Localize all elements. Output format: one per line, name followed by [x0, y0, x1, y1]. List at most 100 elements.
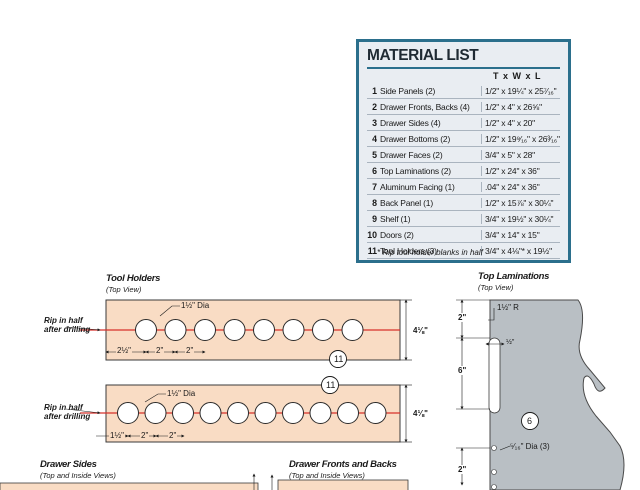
material-list-row-number: 6 — [372, 165, 377, 176]
material-list-row-number: 8 — [372, 197, 377, 208]
material-list-row-name: Drawer Bottoms (2) — [380, 133, 451, 144]
tool-holder-board-bottom — [65, 376, 412, 443]
tool-holder-part-bottom: 11 — [326, 380, 336, 390]
tool-holder-dia-top: 1½" Dia — [181, 301, 210, 310]
tool-holder-spacing-bottom-2: 2" — [168, 431, 178, 440]
drawer-fronts-title: Drawer Fronts and Backs — [289, 459, 397, 470]
material-list-row-dims: 1/2" x 19¼" x 25⁷⁄₁₆" — [481, 85, 560, 96]
material-list-row-name: Drawer Fronts, Backs (4) — [380, 101, 470, 112]
material-list-row-number: 9 — [372, 213, 377, 224]
material-list-rule — [367, 67, 560, 69]
tool-holder-spacing-top-1: 2" — [155, 346, 165, 355]
lamination-hole-dia: ⁵⁄₁₆" Dia (3) — [510, 442, 550, 451]
tool-hole — [117, 402, 139, 424]
tool-holder-spacing-top-2: 2" — [185, 346, 195, 355]
material-list-row-name: Back Panel (1) — [380, 197, 433, 208]
tool-hole — [253, 319, 275, 341]
tool-holder-board-top — [65, 299, 412, 368]
tool-holder-width-top: 4⅛" — [413, 326, 428, 335]
material-list-row-name: Side Panels (2) — [380, 85, 436, 96]
tool-hole — [341, 319, 364, 341]
lamination-slot — [488, 337, 501, 414]
tool-holder-dia-bottom: 1½" Dia — [167, 389, 196, 398]
drawer-sides-subtitle: (Top and Inside Views) — [40, 471, 116, 480]
material-list-row-name: Drawer Faces (2) — [380, 149, 443, 160]
tool-holder-part-top: 11 — [334, 354, 344, 364]
material-list-row-name: Shelf (1) — [380, 213, 411, 224]
material-list-row-dims: 3/4" x 4⅛"* x 19½" — [481, 245, 560, 256]
top-laminations-title: Top Laminations — [478, 271, 550, 282]
lamination-dim-bottom: 2" — [458, 465, 467, 474]
material-list-row-name: Aluminum Facing (1) — [380, 181, 455, 192]
drawer-parts-partial — [0, 473, 409, 490]
tool-holder-offset-bottom: 1½" — [109, 431, 125, 440]
tool-holder-spacing-bottom-1: 2" — [140, 431, 150, 440]
material-list-row-dims: 3/4" x 14" x 15" — [481, 229, 560, 240]
tool-hole — [254, 402, 277, 424]
material-list-header: T x W x L — [493, 71, 542, 81]
tool-hole — [194, 319, 216, 341]
material-list-row-dims: 1/2" x 15⅞" x 30¼" — [481, 197, 560, 208]
tool-hole — [309, 402, 332, 424]
lamination-dim-top: 2" — [458, 313, 467, 322]
material-list-row-number: 11 — [367, 245, 377, 256]
material-list-row-number: 10 — [367, 229, 377, 240]
material-list-row-number: 2 — [372, 101, 377, 112]
tool-holder-holes-bottom — [117, 402, 387, 424]
material-list-row-dims: 3/4" x 5" x 28" — [481, 149, 560, 160]
lamination-hole — [491, 469, 497, 475]
tool-hole — [164, 319, 187, 341]
material-list-row-dims: 1/2" x 19⁹⁄₁₆" x 26³⁄₁₆" — [481, 133, 560, 144]
material-list-note: * Rip tool holder blanks in half — [377, 248, 483, 257]
tool-holder-holes-top — [135, 319, 364, 341]
tool-hole — [172, 402, 194, 424]
lamination-hole — [491, 484, 497, 490]
material-list-row-dims: 1/2" x 4" x 26⅝" — [481, 101, 560, 112]
material-list-row-name: Drawer Sides (4) — [380, 117, 441, 128]
drawer-fronts-subtitle: (Top and Inside Views) — [289, 471, 365, 480]
material-list-row-number: 3 — [372, 117, 377, 128]
lamination-hole — [491, 445, 497, 451]
tool-holder-width-bottom: 4⅛" — [413, 409, 428, 418]
lamination-radius: 1½" R — [497, 303, 519, 312]
rip-note-top: Rip in half after drilling — [44, 316, 91, 334]
drawer-sides-title: Drawer Sides — [40, 459, 97, 470]
tool-hole — [144, 402, 167, 424]
tool-hole — [135, 319, 157, 341]
tool-hole — [337, 402, 359, 424]
tool-holder-offset-top: 2½" — [116, 346, 132, 355]
material-list-row-number: 1 — [372, 85, 377, 96]
lamination-part: 6 — [527, 416, 533, 426]
tool-hole — [227, 402, 249, 424]
material-list-row-number: 7 — [372, 181, 377, 192]
material-list-title: MATERIAL LIST — [367, 47, 479, 64]
top-laminations-subtitle: (Top View) — [478, 283, 514, 292]
tool-hole — [312, 319, 334, 341]
material-list-row-name: Top Laminations (2) — [380, 165, 451, 176]
material-list-row-number: 4 — [372, 133, 377, 144]
material-list-row-name: Tool Holders (3) — [380, 245, 437, 256]
rip-note-bottom: Rip in half after drilling — [44, 403, 91, 421]
part-callout-11-bottom — [321, 376, 339, 394]
tool-hole — [199, 402, 222, 424]
lamination-half: ½" — [506, 339, 515, 346]
material-list-row-number: 5 — [372, 149, 377, 160]
material-list-row-name: Doors (2) — [380, 229, 414, 240]
tool-hole — [282, 402, 304, 424]
material-list-row-dims: 1/2" x 4" x 20" — [481, 117, 560, 128]
tool-holders-title: Tool Holders — [106, 273, 161, 284]
